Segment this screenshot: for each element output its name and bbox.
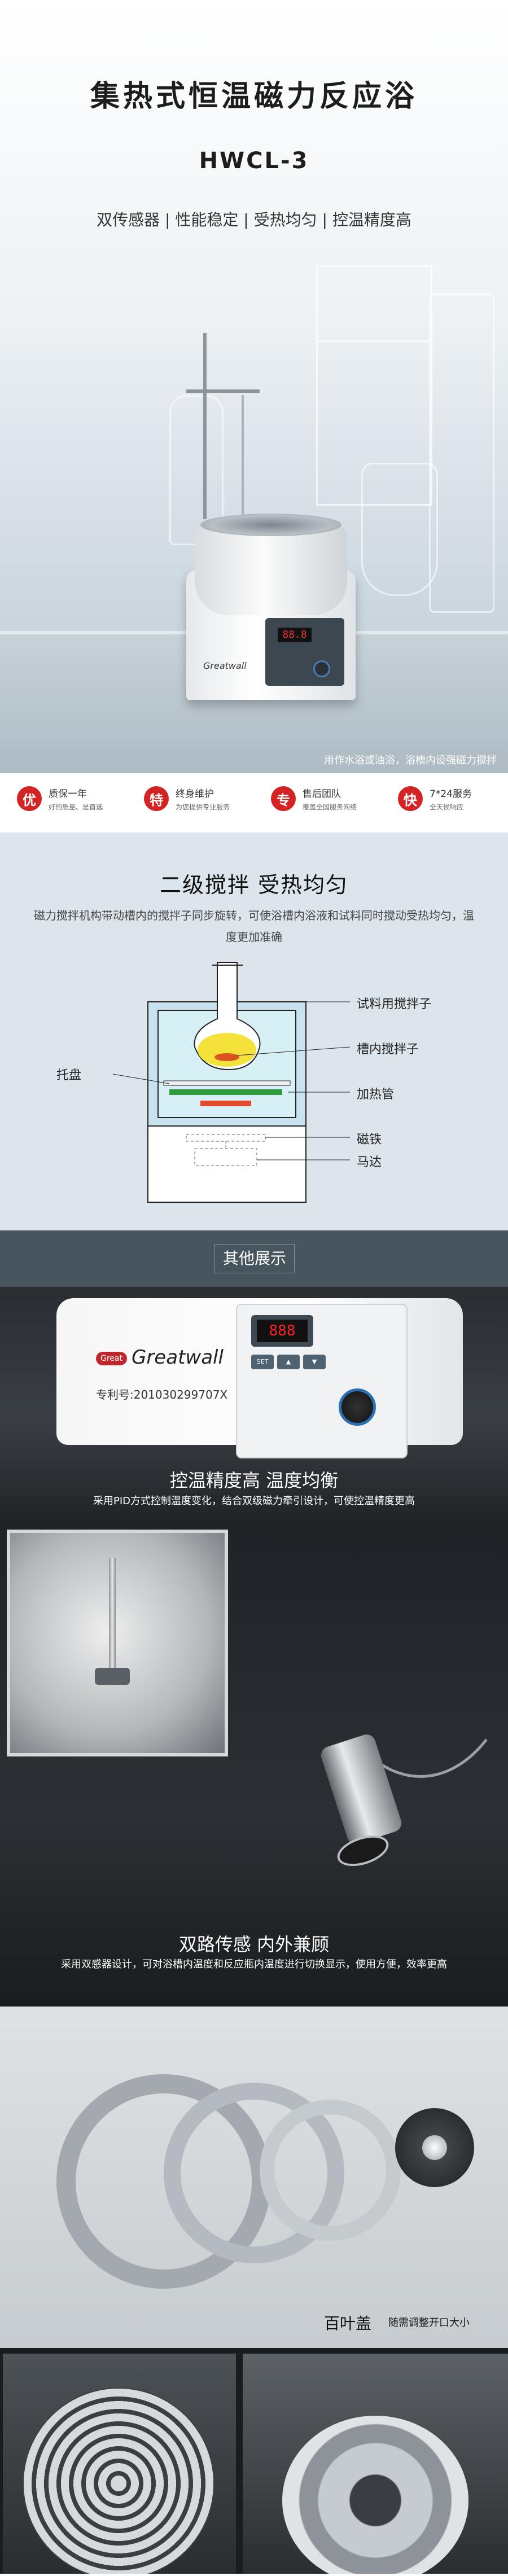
set-button: SET [251, 1355, 274, 1369]
panel-display: 888 [257, 1320, 308, 1342]
service-item: 专 售后团队 覆盖全国服务网络 [271, 786, 357, 812]
label-magnet: 磁铁 [357, 1133, 382, 1147]
lid-ring-small [260, 2100, 401, 2241]
up-button: ▲ [277, 1355, 300, 1369]
motor-shape [194, 1148, 257, 1166]
panel-knob [339, 1388, 376, 1426]
probe-photo [7, 1530, 228, 1756]
label-motor: 马达 [357, 1155, 382, 1169]
label-tank-stirrer: 槽内搅拌子 [357, 1042, 419, 1057]
hero-section: 集热式恒温磁力反应浴 HWCL-3 双传感器 | 性能稳定 | 受热均匀 | 控… [0, 0, 508, 773]
down-button: ▼ [303, 1355, 326, 1369]
sensor-cable [316, 1524, 508, 1778]
device-knob [313, 660, 330, 677]
basket-grate [23, 2387, 214, 2574]
service-title: 终身维护 [176, 788, 214, 800]
other-header: 其他展示 [0, 1230, 508, 1287]
sensor-desc: 采用双感器设计，可对浴槽内温度和反应瓶内温度进行切换显示，使用方便，效率更高 [61, 1959, 447, 1970]
lid-desc: 随需调整开口大小 [388, 2317, 470, 2329]
service-desc: 好的质量、是首选 [49, 803, 103, 811]
model-number: HWCL-3 [199, 148, 309, 174]
service-item: 快 7*24服务 全天候响应 [398, 786, 472, 812]
panel-logo: Great Greatwall [96, 1346, 224, 1369]
device-logo: Greatwall [203, 660, 247, 671]
panel-section: 888 SET▲▼ Great Greatwall 专利号:20103029970… [0, 1287, 508, 1524]
stir-shaft [242, 395, 244, 519]
service-desc: 为您提供专业服务 [176, 803, 230, 811]
hero-caption: 用作水浴或油浴，浴槽内设强磁力搅拌 [324, 755, 497, 766]
background-cylinder [429, 293, 494, 613]
page-title: 集热式恒温磁力反应浴 [90, 80, 418, 113]
device-pot [195, 525, 347, 615]
sample-stirrer-icon [214, 1053, 239, 1061]
panel-logo-badge: Great [96, 1351, 127, 1365]
service-item: 特 终身维护 为您提供专业服务 [144, 786, 230, 812]
lid-section: 百叶盖 随需调整开口大小 [0, 2007, 508, 2348]
background-beaker [361, 463, 438, 596]
service-strip: 优 质保一年 好的质量、是首选 特 终身维护 为您提供专业服务 专 售后团队 覆… [0, 773, 508, 833]
lid-cap-knob [422, 2135, 447, 2160]
background-window-frame [316, 265, 432, 506]
panel-logo-text: Greatwall [131, 1346, 224, 1369]
probe-nut [95, 1668, 130, 1685]
feature-subtitle: 双传感器 | 性能稳定 | 受热均匀 | 控温精度高 [97, 211, 411, 229]
sensor-title: 双路传感 内外兼顾 [178, 1934, 330, 1955]
stirring-description: 磁力搅拌机构带动槽内的搅拌子同步旋转，可使浴槽内浴液和试料同时搅动受热均匀，温度… [34, 909, 474, 944]
device-display: 88.8 [278, 628, 312, 642]
service-desc: 全天候响应 [430, 803, 464, 811]
service-title: 质保一年 [49, 788, 87, 800]
sample-liquid [198, 1033, 256, 1067]
other-title: 其他展示 [214, 1244, 295, 1273]
magnet-shape [186, 1134, 266, 1142]
tank-stirrer-icon [200, 1101, 251, 1106]
device-lid [200, 514, 341, 536]
basket-section [0, 2348, 508, 2574]
service-badge-icon: 快 [398, 786, 423, 811]
sensor-section: 双路传感 内外兼顾 采用双感器设计，可对浴槽内温度和反应瓶内温度进行切换显示，使… [0, 1524, 508, 2007]
patent-number: 专利号:201030299707X [96, 1388, 228, 1401]
service-desc: 覆盖全国服务网络 [303, 803, 357, 811]
stirring-section: 二级搅拌 受热均匀 磁力搅拌机构带动槽内的搅拌子同步旋转，可使浴槽内浴液和试料同… [0, 833, 508, 1230]
panel-desc: 采用PID方式控制温度变化，结合双级磁力牵引设计，可使控温精度更高 [93, 1495, 415, 1507]
label-tray: 托盘 [56, 1068, 82, 1083]
service-title: 售后团队 [303, 788, 341, 800]
lid-title: 百叶盖 [324, 2314, 372, 2333]
panel-title: 控温精度高 温度均衡 [169, 1470, 339, 1491]
service-title: 7*24服务 [430, 788, 472, 800]
probe-rod [109, 1558, 116, 1671]
panel-buttons: SET▲▼ [251, 1355, 329, 1369]
stand-clamp [186, 389, 260, 393]
service-badge-icon: 特 [144, 786, 169, 811]
label-sample-stirrer: 试料用搅拌子 [357, 997, 432, 1011]
service-badge-icon: 专 [271, 786, 296, 811]
service-badge-icon: 优 [17, 786, 42, 811]
connector-face [333, 1829, 393, 1872]
tray-shape [163, 1080, 291, 1086]
service-item: 优 质保一年 好的质量、是首选 [17, 786, 103, 812]
stirring-title: 二级搅拌 受热均匀 [159, 873, 349, 897]
stirring-diagram [112, 962, 351, 1203]
stand-rod [203, 333, 207, 519]
base-housing [147, 1125, 306, 1203]
label-heater: 加热管 [357, 1088, 395, 1102]
basket-in-pot [282, 2416, 468, 2574]
heater-tube [169, 1089, 282, 1095]
